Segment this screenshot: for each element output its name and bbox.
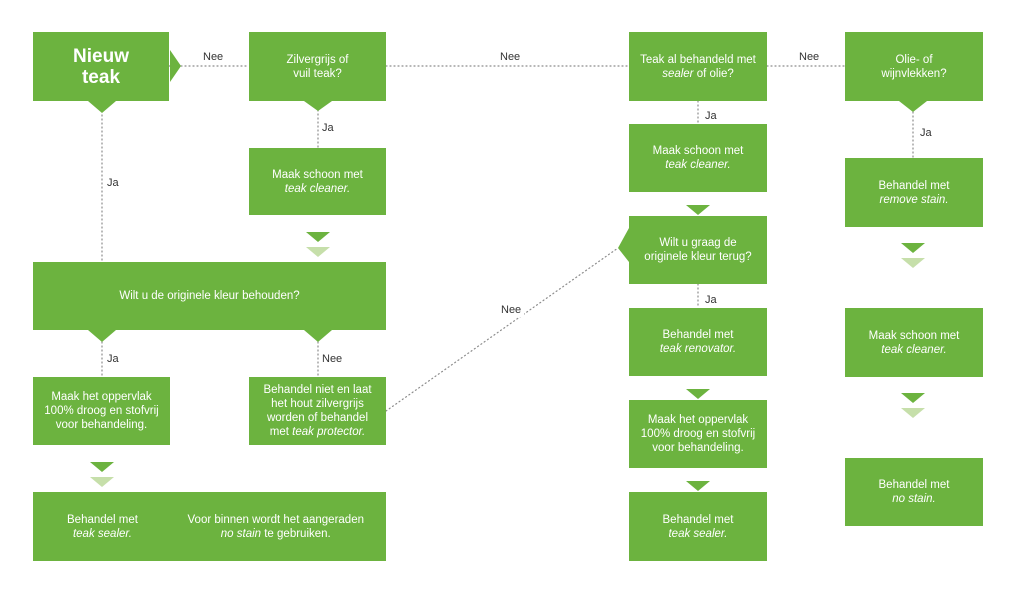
dry1-line2: 100% droog en stofvrij	[44, 405, 159, 417]
node-leave-or-protect: Behandel niet en laat het hout zilvergri…	[249, 377, 386, 445]
node-clean-teak-3: Maak schoon met teak cleaner.	[845, 308, 983, 377]
dry1-line3: voor behandeling.	[55, 419, 148, 431]
q-treated-line1: Teak al behandeld met	[640, 53, 756, 66]
label-nee-restore-to-protect: Nee	[498, 304, 525, 317]
node-question-grey-or-dirty: Zilvergrijs of vuil teak?	[249, 32, 386, 101]
arrow-dark-dry1	[90, 462, 114, 472]
node-question-stains: Olie- of wijnvlekken?	[845, 32, 983, 101]
dry1-line1: Maak het oppervlak	[51, 391, 152, 403]
arrow-light-remove	[901, 258, 925, 268]
tail-stains-bottom	[899, 101, 927, 112]
final-left-b2-em: no stain	[220, 527, 262, 540]
label-ja-start-to-keep: Ja	[104, 177, 122, 190]
q-keep-text: Wilt u de originele kleur behouden?	[119, 290, 300, 302]
seal2-line1: Behandel met	[662, 513, 734, 526]
final-left-part-a: Behandel met teak sealer.	[67, 513, 138, 541]
arrow-dark-clean3	[901, 393, 925, 403]
q-restore-line1: Wilt u graag de	[659, 237, 737, 249]
node-clean-teak-2: Maak schoon met teak cleaner.	[629, 124, 767, 192]
label-nee-grey-to-treated: Nee	[497, 51, 524, 64]
start-line1: Nieuw	[73, 45, 129, 67]
start-line2: teak	[81, 66, 121, 88]
protect-line3: worden of behandel	[266, 412, 369, 424]
tail-start-right	[170, 50, 181, 82]
final-left-a2: teak sealer.	[72, 527, 132, 540]
arrow-dry2-to-seal2	[686, 481, 710, 491]
q-stains-line1: Olie- of	[895, 53, 933, 66]
node-dry-surface-1: Maak het oppervlak 100% droog en stofvri…	[33, 377, 170, 445]
clean1-line2: teak cleaner.	[284, 182, 351, 195]
label-ja-stains-to-remove: Ja	[917, 127, 935, 140]
dry2-line2: 100% droog en stofvrij	[640, 428, 756, 440]
node-final-seal-left: Behandel met teak sealer. Voor binnen wo…	[33, 492, 386, 561]
remove-line1: Behandel met	[878, 179, 950, 192]
node-clean-teak-1: Maak schoon met teak cleaner.	[249, 148, 386, 215]
seal2-line2: teak sealer.	[668, 527, 728, 540]
clean2-line1: Maak schoon met	[652, 145, 744, 157]
label-ja-grey-to-clean: Ja	[319, 122, 337, 135]
arrow-dark-remove	[901, 243, 925, 253]
dry2-line1: Maak het oppervlak	[647, 414, 749, 426]
remove-line2: remove stain.	[879, 193, 949, 206]
protect-line4-pre: met	[269, 426, 293, 438]
final-left-b1: Voor binnen wordt het aangeraden	[187, 513, 364, 526]
label-ja-keep-to-dry: Ja	[104, 353, 122, 366]
q-treated-line2-post: of olie?	[693, 67, 734, 80]
label-ja-restore-to-renovate: Ja	[702, 294, 720, 307]
q-restore-line2: originele kleur terug?	[644, 251, 752, 263]
dry2-line3: voor behandeling.	[652, 442, 744, 454]
clean1-line1: Maak schoon met	[272, 168, 363, 181]
nostain-line1: Behandel met	[878, 479, 950, 491]
tail-keep-right	[304, 330, 332, 342]
label-ja-treated-to-clean: Ja	[702, 110, 720, 123]
tail-start-bottom	[88, 101, 116, 113]
final-left-a1: Behandel met	[67, 513, 138, 526]
arrow-light-clean3	[901, 408, 925, 418]
clean3-line2: teak cleaner.	[881, 343, 947, 356]
q-grey-line2: vuil teak?	[293, 67, 342, 80]
q-treated-line2-em: sealer	[662, 67, 694, 80]
q-stains-line2: wijnvlekken?	[881, 67, 947, 80]
label-nee-treated-to-stains: Nee	[796, 51, 823, 64]
label-nee-start-to-grey: Nee	[200, 51, 227, 64]
arrow-dark-clean1	[306, 232, 330, 242]
protect-line4-em: teak protector.	[292, 426, 366, 438]
node-question-already-treated: Teak al behandeld met sealer of olie?	[629, 32, 767, 101]
clean3-line1: Maak schoon met	[868, 329, 960, 342]
arrow-light-clean1	[306, 247, 330, 257]
tail-grey-bottom	[304, 101, 332, 111]
node-no-stain: Behandel met no stain.	[845, 458, 983, 526]
label-nee-keep-to-protect: Nee	[319, 353, 346, 366]
arrow-clean2-to-restore	[686, 205, 710, 215]
protect-line1: Behandel niet en laat	[263, 384, 372, 396]
node-renovate: Behandel met teak renovator.	[629, 308, 767, 376]
final-left-b2-post: te gebruiken.	[261, 527, 331, 540]
connector-restore-to-protect	[385, 247, 619, 412]
node-dry-surface-2: Maak het oppervlak 100% droog en stofvri…	[629, 400, 767, 468]
node-seal-2: Behandel met teak sealer.	[629, 492, 767, 561]
final-left-part-b: Voor binnen wordt het aangeraden no stai…	[188, 513, 364, 541]
node-question-restore-colour: Wilt u graag de originele kleur terug?	[629, 216, 767, 284]
tail-keep-left	[88, 330, 116, 342]
renovate-line1: Behandel met	[662, 329, 734, 341]
arrow-renovate-to-dry2	[686, 389, 710, 399]
node-question-keep-colour: Wilt u de originele kleur behouden?	[33, 262, 386, 330]
node-start: Nieuw teak	[33, 32, 169, 101]
nostain-line2: no stain.	[892, 493, 936, 505]
q-grey-line1: Zilvergrijs of	[286, 53, 349, 66]
node-remove-stain: Behandel met remove stain.	[845, 158, 983, 227]
arrow-light-dry1	[90, 477, 114, 487]
tail-restore-left	[618, 228, 629, 262]
clean2-line2: teak cleaner.	[665, 159, 731, 171]
renovate-line2: teak renovator.	[659, 343, 737, 355]
protect-line2: het hout zilvergrijs	[271, 398, 364, 410]
